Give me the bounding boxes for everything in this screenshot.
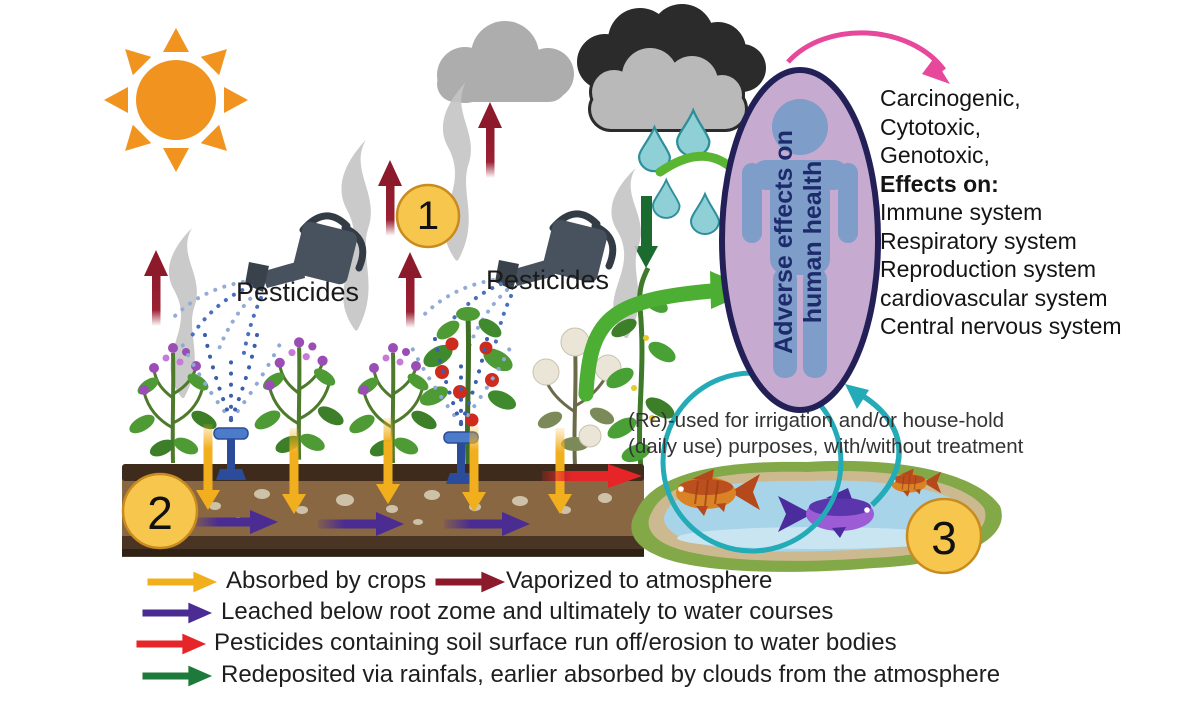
- effect-item: Cytotoxic,: [880, 113, 981, 140]
- step-3-circle: [905, 497, 983, 575]
- sprinkler-spray-right: [408, 332, 514, 426]
- watering-can-spray-left: [169, 280, 263, 360]
- human-figure-icon: [742, 99, 858, 378]
- sun-icon: [104, 28, 248, 172]
- legend-arrow-redeposited: [141, 663, 215, 689]
- effect-item: Central nervous system: [880, 313, 1122, 339]
- pesticides-label-right: Pesticides: [486, 265, 610, 295]
- effect-item: Respiratory system: [880, 227, 1077, 254]
- flowering-crop-plants: [124, 337, 442, 465]
- effect-item: Genotoxic,: [880, 142, 990, 168]
- human-health-caption-line1: Adverse effects on: [770, 130, 798, 354]
- effect-item: Carcinogenic,: [880, 85, 1021, 111]
- human-health-ellipse: [719, 67, 881, 413]
- effect-item-heading: Effects on:: [880, 170, 999, 197]
- legend-arrow-absorbed: [146, 569, 220, 595]
- sprinkler-left-icon: [213, 427, 249, 480]
- fish-purple-icon: [778, 488, 874, 538]
- effect-item: Immune system: [880, 199, 1043, 225]
- legend-arrow-leached: [141, 600, 215, 626]
- gray-cloud-icon: [437, 21, 574, 103]
- redeposit-down-arrow: [634, 196, 658, 268]
- human-to-effects-arrow: [786, 30, 950, 84]
- sprinkler-spray-left: [178, 328, 284, 422]
- effect-item: cardiovascular system: [880, 284, 1108, 311]
- legend-label-runoff: Pesticides containing soil surface run o…: [214, 629, 897, 656]
- legend-label-leached: Leached below root zome and ultimately t…: [221, 598, 834, 625]
- health-effects-list: Carcinogenic, Cytotoxic, Genotoxic, Effe…: [880, 84, 1122, 341]
- pesticides-label-left: Pesticides: [236, 277, 360, 307]
- step-1-circle: [395, 183, 461, 249]
- vine-plant: [606, 266, 676, 469]
- step-2-circle: [121, 472, 199, 550]
- step-3-number: 3: [931, 512, 957, 564]
- human-health-caption: Adverse effects on human health: [770, 112, 830, 372]
- legend-arrow-runoff: [135, 631, 209, 657]
- reuse-note-line1: (Re)-used for irrigation and/or house-ho…: [628, 409, 1005, 432]
- legend-label-redeposited: Redeposited via rainfals, earlier absorb…: [221, 661, 1001, 688]
- reuse-note: (Re)-used for irrigation and/or house-ho…: [628, 408, 1023, 460]
- legend-label-vaporized: Vaporized to atmosphere: [506, 567, 773, 594]
- reuse-note-line2: (daily use) purposes, with/without treat…: [628, 435, 1024, 458]
- legend-label-absorbed: Absorbed by crops: [226, 567, 427, 594]
- watering-can-left-icon: [245, 212, 367, 292]
- legend-arrow-vaporized: [434, 569, 508, 595]
- runoff-arrow: [542, 464, 642, 488]
- effect-item: Reproduction system: [880, 256, 1097, 282]
- step-1-number: 1: [416, 194, 440, 238]
- soil-layer: [122, 464, 644, 557]
- human-health-caption-line2: human health: [799, 160, 827, 324]
- reuse-arrowhead: [845, 384, 869, 409]
- cotton-plant: [532, 327, 622, 467]
- storm-cloud-icon: [577, 4, 766, 132]
- step-circles: [121, 183, 983, 575]
- step-2-number: 2: [147, 487, 173, 539]
